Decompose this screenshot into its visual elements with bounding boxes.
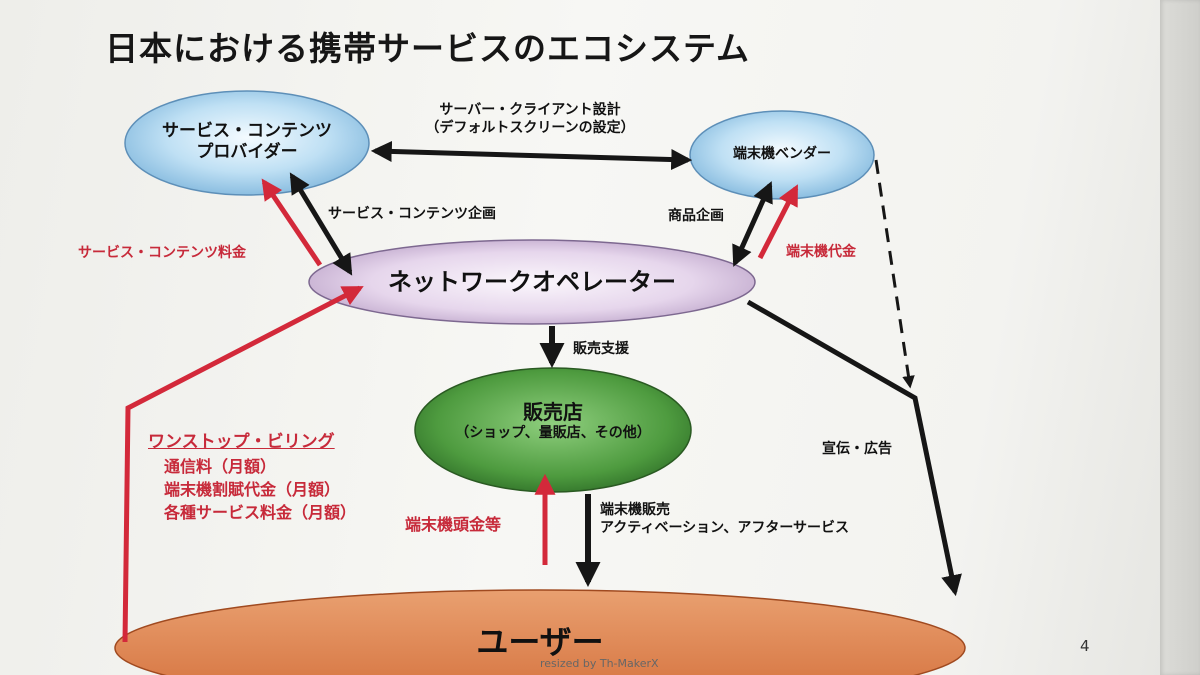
advertising-label: 宣伝・広告 (822, 441, 892, 457)
operator-node (308, 239, 756, 325)
provider-label-line1: サービス・コンテンツ (162, 121, 332, 141)
handset-sales-line1: 端末機販売 (600, 502, 670, 518)
handset-sales-label: 端末機販売 アクティベーション、アフターサービス (600, 502, 849, 537)
provider-node (124, 90, 370, 196)
provider-label: サービス・コンテンツ プロバイダー (147, 121, 347, 164)
red-arrow-content-fee (261, 178, 323, 267)
shop-label-line1: 販売店 (523, 400, 583, 424)
red-arrow-handset-price (757, 184, 799, 260)
provider-label-line2: プロバイダー (196, 142, 298, 163)
page-title: 日本における携帯サービスのエコシステム (105, 29, 751, 68)
resize-credit: resized by Th-MakerX (540, 657, 659, 670)
billing-heading: ワンストップ・ビリング (148, 432, 335, 452)
billing-item: 各種サービス料金（月額） (164, 503, 357, 523)
user-label: ユーザー (476, 623, 604, 661)
service-planning-label: サービス・コンテンツ企画 (328, 206, 496, 222)
content-fee-label: サービス・コンテンツ料金 (78, 245, 246, 261)
server-client-line1: サーバー・クライアント設計 (439, 102, 621, 118)
sales-support-label: 販売支援 (573, 341, 629, 357)
vendor-label: 端末機ベンダー (733, 146, 831, 162)
operator-label: ネットワークオペレーター (388, 268, 676, 296)
handset-sales-line2: アクティベーション、アフターサービス (600, 519, 850, 536)
page-edge (1160, 0, 1200, 675)
billing-item: 端末機割賦代金（月額） (164, 480, 341, 500)
dashed-arrow-vendor-user (874, 159, 915, 389)
down-payment-label: 端末機頭金等 (405, 515, 502, 534)
product-planning-label: 商品企画 (668, 208, 724, 224)
arrow-operator-user (746, 299, 962, 597)
user-node (114, 589, 966, 675)
shop-label-line2: （ショップ、量販店、その他） (455, 425, 651, 441)
arrow-provider-vendor (370, 140, 693, 171)
red-arrow-billing (122, 285, 364, 643)
server-client-line2: （デフォルトスクリーンの設定） (425, 119, 635, 136)
handset-price-label: 端末機代金 (786, 244, 856, 260)
shop-label: 販売店 （ショップ、量販店、その他） (433, 400, 673, 443)
arrow-vendor-operator (732, 181, 773, 267)
billing-block: ワンストップ・ビリング 通信料（月額） 端末機割賦代金（月額） 各種サービス料金… (148, 432, 356, 523)
billing-item: 通信料（月額） (164, 457, 277, 477)
page-number: 4 (1080, 637, 1090, 655)
arrow-provider-operator (289, 172, 353, 276)
server-client-label: サーバー・クライアント設計 （デフォルトスクリーンの設定） (410, 102, 650, 137)
